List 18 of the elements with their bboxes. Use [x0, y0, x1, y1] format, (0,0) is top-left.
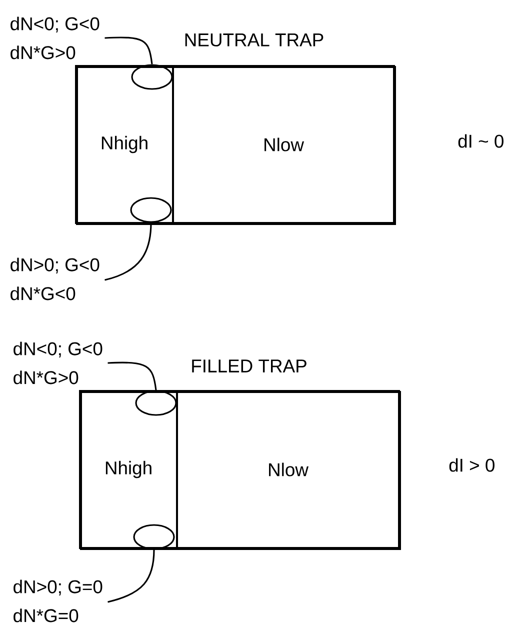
trap-ellipse	[135, 390, 177, 416]
region-box: Nlow	[176, 390, 400, 549]
node-label: NEUTRAL TRAP	[185, 34, 324, 46]
trap-ellipse	[131, 64, 173, 90]
condition-text: dN>0; G<0 dN*G<0	[10, 258, 100, 300]
delta-label: dI ~ 0	[458, 134, 504, 148]
node-label: FILLED TRAP	[192, 360, 306, 372]
leader-line	[104, 222, 152, 281]
region-box: Nlow	[172, 65, 395, 224]
leader-line	[104, 36, 153, 64]
region-box: Nhigh	[75, 65, 174, 224]
region-box: Nhigh	[79, 390, 178, 549]
delta-label: dI > 0	[449, 458, 494, 472]
trap-ellipse	[133, 524, 175, 550]
trap-ellipse	[130, 197, 172, 223]
leader-line	[108, 362, 157, 390]
leader-line	[108, 550, 155, 603]
condition-text: dN>0; G=0 dN*G=0	[14, 580, 102, 622]
